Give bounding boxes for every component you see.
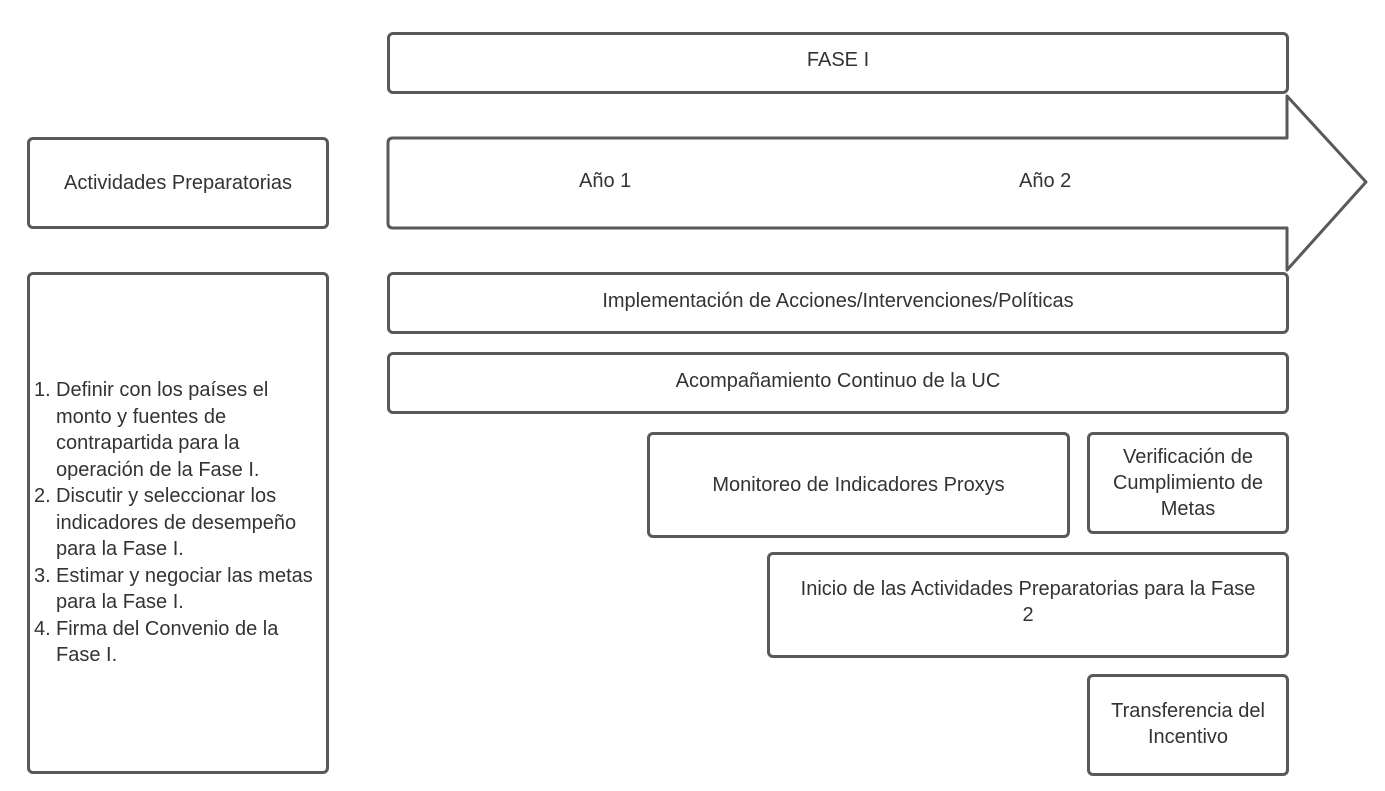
step-text: Firma del Convenio de la Fase I. [56, 617, 279, 667]
step-number: 4. [34, 617, 51, 640]
monitoreo-label: Monitoreo de Indicadores Proxys [712, 474, 1005, 496]
step-number: 2. [34, 485, 51, 508]
acompanamiento-box: Acompañamiento Continuo de la UC [387, 352, 1289, 414]
verificacion-label: Verificación de Cumplimiento de Metas [1112, 446, 1264, 520]
transferencia-label: Transferencia del Incentivo [1111, 700, 1265, 748]
implementacion-label: Implementación de Acciones/Intervencione… [602, 290, 1074, 312]
inicio-fase2-box: Inicio de las Actividades Preparatorias … [767, 552, 1289, 658]
step-text: Estimar y negociar las metas para la Fas… [56, 564, 313, 614]
step-text: Discutir y seleccionar los indicadores d… [56, 485, 297, 561]
actividades-preparatorias-label: Actividades Preparatorias [64, 172, 292, 194]
verificacion-box: Verificación de Cumplimiento de Metas [1087, 432, 1289, 534]
transferencia-box: Transferencia del Incentivo [1087, 674, 1289, 776]
step-item: 3. Estimar y negociar las metas para la … [34, 563, 320, 616]
fase-header: FASE I [387, 32, 1289, 94]
inicio-fase2-label: Inicio de las Actividades Preparatorias … [800, 578, 1256, 626]
step-text: Definir con los países el monto y fuente… [56, 379, 269, 481]
preparatory-steps-list: 1. Definir con los países el monto y fue… [30, 377, 326, 669]
step-item: 1. Definir con los países el monto y fue… [34, 377, 320, 483]
acompanamiento-label: Acompañamiento Continuo de la UC [675, 370, 1001, 392]
step-number: 1. [34, 379, 51, 402]
step-item: 2. Discutir y seleccionar los indicadore… [34, 483, 320, 563]
step-number: 3. [34, 564, 51, 587]
actividades-preparatorias-box: Actividades Preparatorias [27, 137, 329, 229]
year-1-label: Año 1 [579, 170, 632, 192]
preparatory-steps-box: 1. Definir con los países el monto y fue… [27, 272, 329, 774]
year-2-label: Año 2 [1019, 170, 1072, 192]
implementacion-box: Implementación de Acciones/Intervencione… [387, 272, 1289, 334]
fase-header-label: FASE I [806, 49, 870, 71]
monitoreo-box: Monitoreo de Indicadores Proxys [647, 432, 1070, 538]
step-item: 4. Firma del Convenio de la Fase I. [34, 616, 320, 669]
